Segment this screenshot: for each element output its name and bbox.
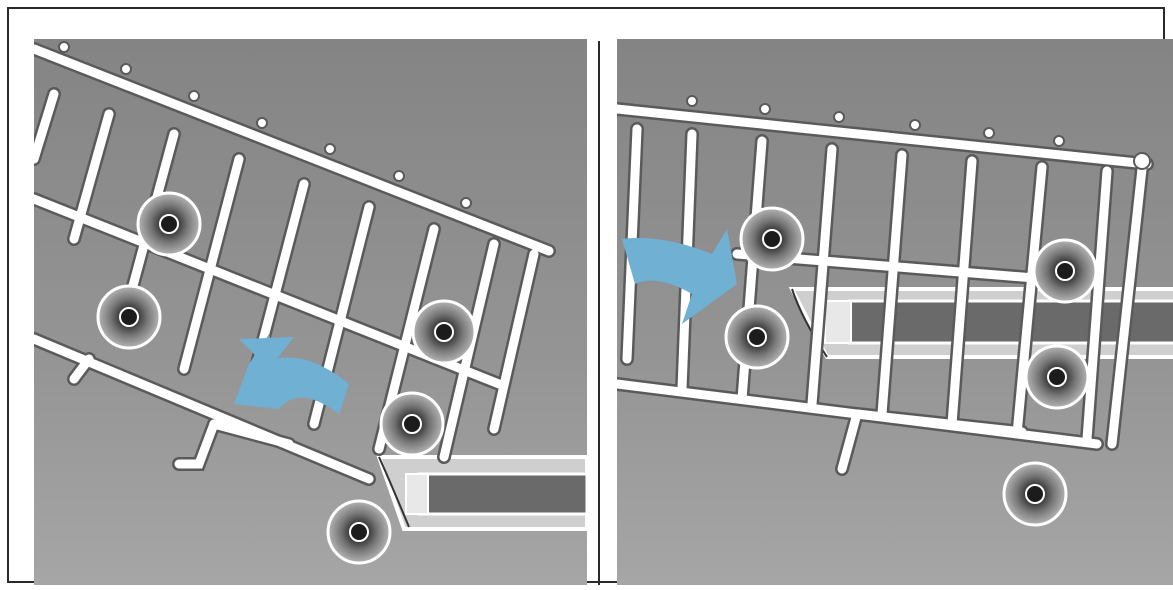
roller-icon	[726, 306, 788, 368]
panel-divider	[598, 41, 600, 585]
roller-icon	[741, 208, 803, 270]
roller-icon	[1034, 240, 1096, 302]
instruction-figure	[7, 7, 1165, 583]
roller-icon	[1004, 463, 1066, 525]
roller-icon	[413, 301, 475, 363]
roller-icon	[381, 393, 443, 455]
roller-icon	[138, 193, 200, 255]
panel-basket-tilted	[34, 39, 587, 585]
roller-icon	[98, 286, 160, 348]
roller-icon	[1026, 346, 1088, 408]
rail	[379, 457, 587, 529]
roller-icon	[328, 501, 390, 563]
panel-basket-level	[617, 39, 1173, 585]
